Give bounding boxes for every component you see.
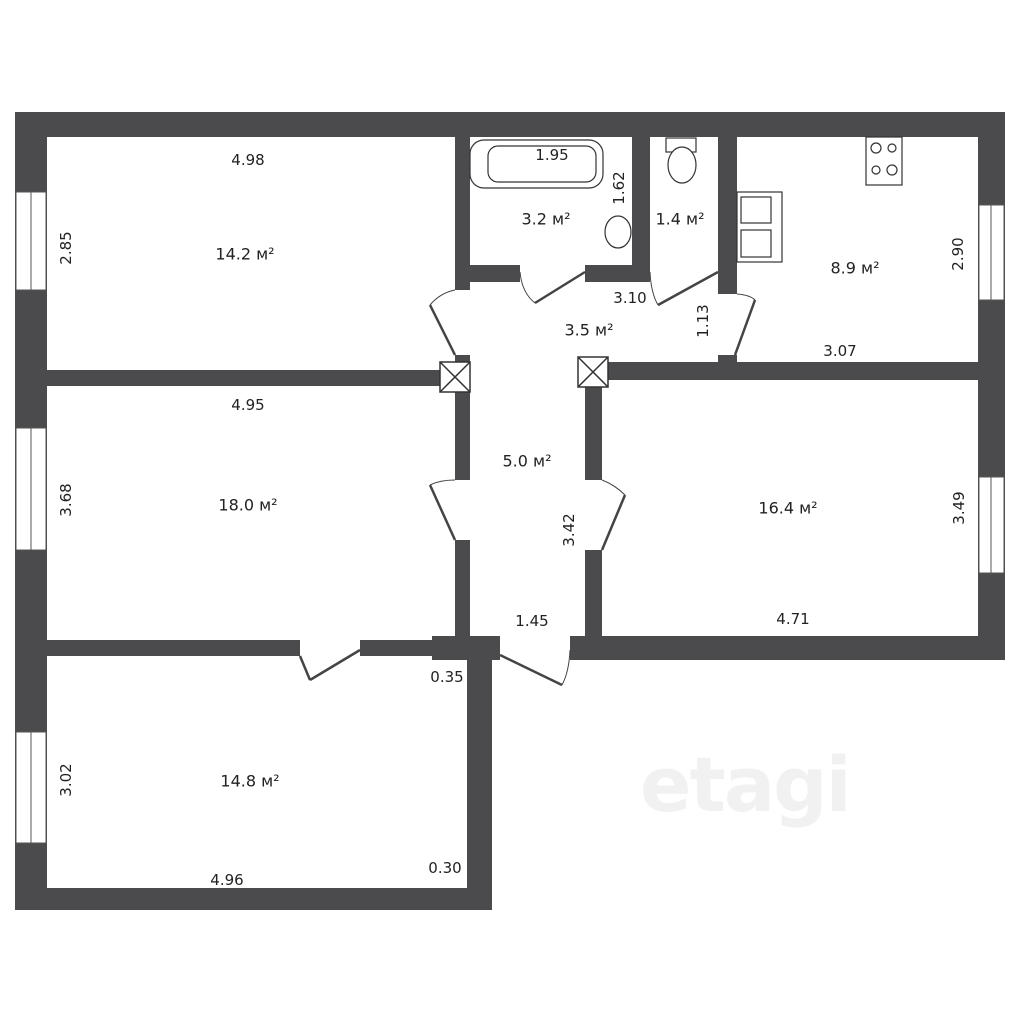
dimension: 4.96 [210, 871, 244, 889]
room-area: 18.0 м² [218, 495, 278, 515]
dimension: 3.07 [823, 342, 857, 360]
dimension: 1.13 [694, 304, 712, 338]
dimension: 3.42 [560, 513, 578, 547]
room-area: 1.4 м² [655, 209, 705, 229]
room-area: 5.0 м² [502, 451, 552, 471]
dimension: 0.35 [430, 668, 464, 686]
dimension: 3.49 [950, 491, 968, 525]
room-area: 14.2 м² [215, 244, 275, 264]
room-area: 3.2 м² [521, 209, 571, 229]
watermark: etagi [640, 740, 852, 829]
walls [15, 112, 1005, 910]
dimension: 4.95 [231, 396, 265, 414]
dimension: 2.90 [949, 237, 967, 271]
windows [15, 191, 1005, 844]
fixtures [469, 136, 903, 263]
dimension: 4.98 [231, 151, 265, 169]
stove-icon [865, 136, 903, 186]
dimension: 3.02 [57, 763, 75, 797]
sink-icon [604, 215, 632, 249]
room-area: 3.5 м² [564, 320, 614, 340]
room-area: 14.8 м² [220, 771, 280, 791]
dimension: 1.62 [610, 171, 628, 205]
room-area: 8.9 м² [830, 258, 880, 278]
dimension: 2.85 [57, 231, 75, 265]
dimension: 3.10 [613, 289, 647, 307]
dimension: 4.71 [776, 610, 810, 628]
room-area: 16.4 м² [758, 498, 818, 518]
dimension: 0.30 [428, 859, 462, 877]
dimension: 1.95 [535, 146, 569, 164]
doors [298, 270, 757, 687]
vent-shafts [439, 356, 609, 393]
dimension: 3.68 [57, 483, 75, 517]
dimension: 1.45 [515, 612, 549, 630]
